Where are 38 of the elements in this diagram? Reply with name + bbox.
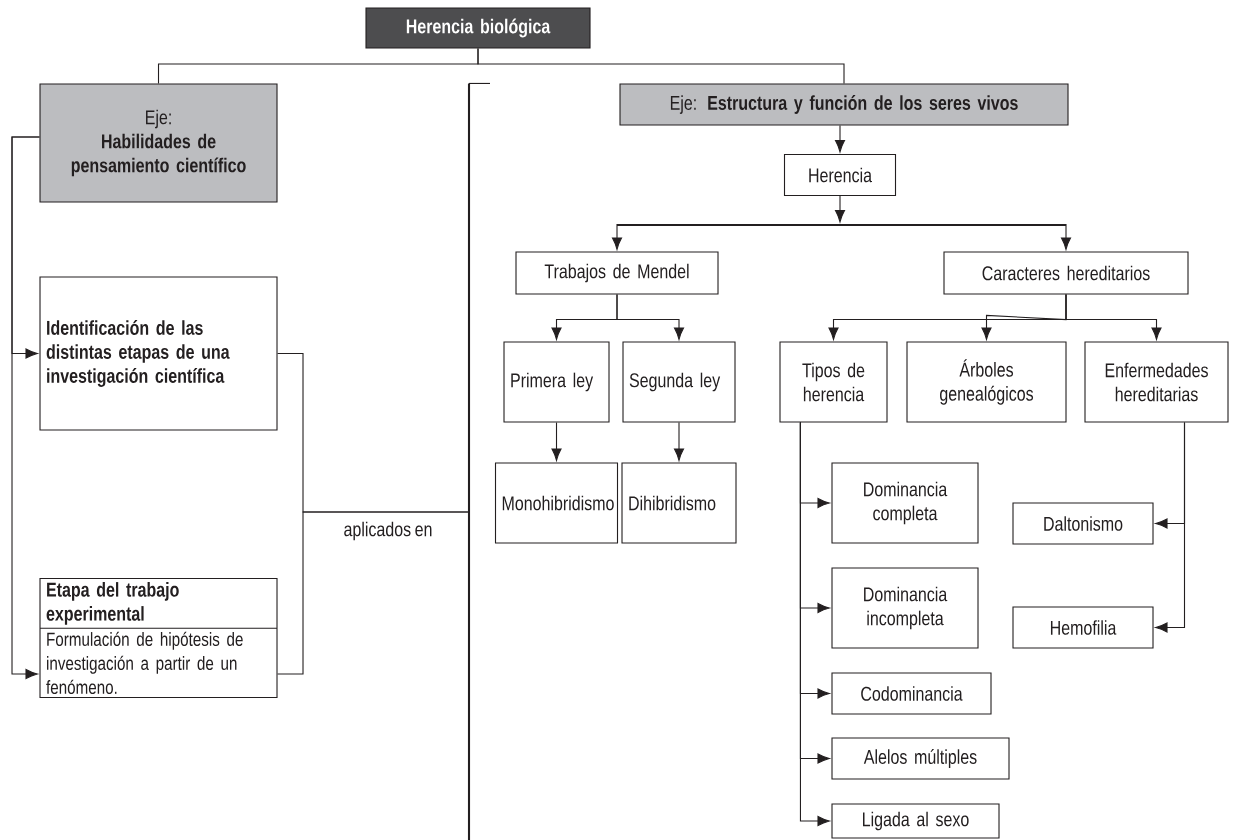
category-box: Eje: Estructura y función de los seres vivos <box>619 83 1069 126</box>
edge-label: aplicados en <box>341 519 435 543</box>
category-box: Eje: Habilidades de pensamiento científico <box>39 83 278 203</box>
connector <box>611 225 623 250</box>
connector <box>1060 225 1072 250</box>
concept-box: Identificación de las distintas etapas de una investigación científica <box>39 276 278 431</box>
connector <box>616 294 685 340</box>
concept-box: Enfermedades hereditarias <box>1084 341 1229 423</box>
connector <box>799 422 830 827</box>
connector <box>1065 294 1162 340</box>
bus-line <box>616 223 1067 227</box>
concept-box: Primera ley <box>503 341 610 423</box>
concept-box: Herencia <box>783 153 897 197</box>
concept-box: Tipos de herencia <box>779 341 888 423</box>
connector <box>477 48 845 84</box>
concept-box: Árboles genealógicos <box>906 341 1067 423</box>
connector <box>834 195 846 223</box>
title-box: Herencia biológica <box>365 7 591 49</box>
concept-box: Dihibridismo <box>621 462 737 544</box>
concept-box: Trabajos de Mendel <box>515 251 719 295</box>
stage-box: Etapa del trabajo experimental Formulación de hipótesis de investigación a partir de un fenómeno. <box>39 578 278 699</box>
concept-box: Dominancia completa <box>831 462 979 544</box>
concept-box: Caracteres hereditarios <box>943 251 1189 295</box>
connector <box>551 422 562 461</box>
connector <box>673 422 685 461</box>
concept-box: Monohibridismo <box>494 462 619 544</box>
concept-box: Segunda ley <box>622 341 736 423</box>
concept-box: Codominancia <box>831 672 992 715</box>
connector <box>1155 422 1186 633</box>
concept-box: Dominancia incompleta <box>831 567 979 649</box>
concept-box: Daltonismo <box>1012 502 1154 545</box>
bracket <box>467 82 491 840</box>
concept-box: Hemofilia <box>1012 606 1154 649</box>
connector <box>834 125 846 153</box>
concept-box: Alelos múltiples <box>831 737 1010 780</box>
connector <box>11 136 40 680</box>
concept-box: Ligada al sexo <box>831 803 1000 839</box>
connector <box>277 511 469 675</box>
